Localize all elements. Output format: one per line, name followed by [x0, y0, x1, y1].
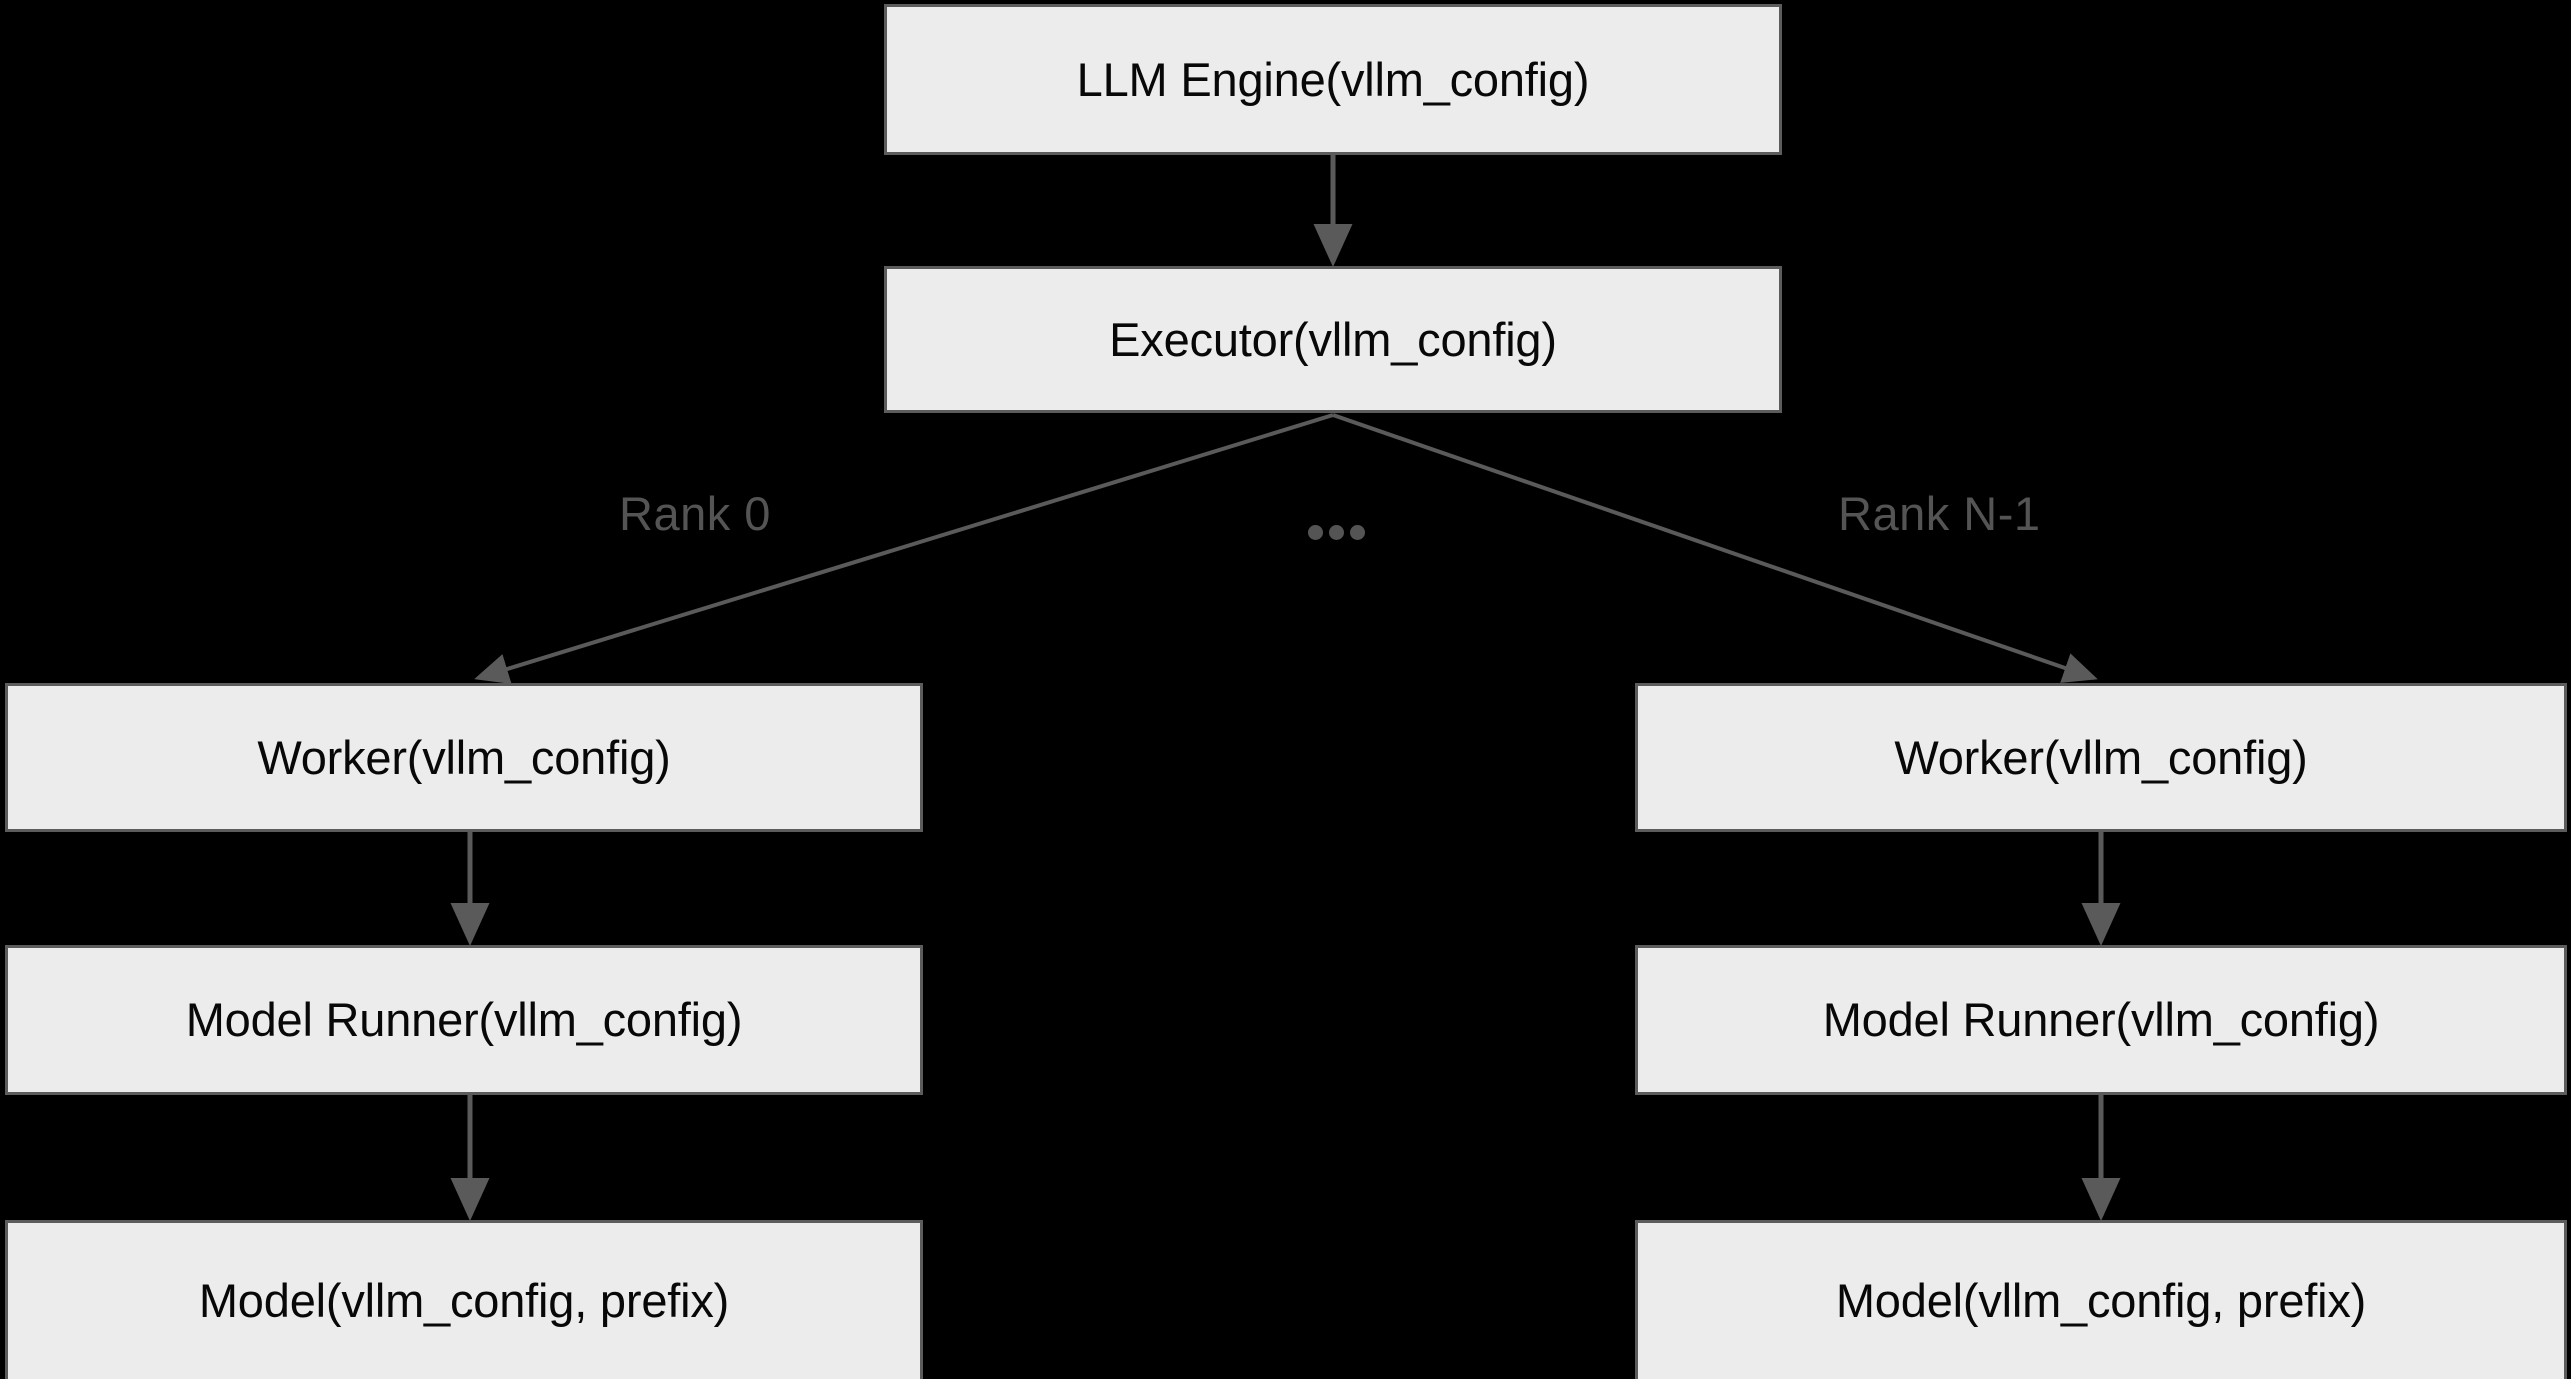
- node-executor[interactable]: Executor(vllm_config): [884, 266, 1782, 413]
- node-worker-rank-n-minus-1[interactable]: Worker(vllm_config): [1635, 683, 2567, 832]
- edge-executor-to-worker-rank0: [474, 413, 1334, 684]
- node-model-runner-rank0[interactable]: Model Runner(vllm_config): [5, 945, 923, 1095]
- edge-executor-to-worker-rankn: [1332, 413, 2098, 683]
- edge-label-rank-n-minus-1: Rank N-1: [1838, 487, 2041, 540]
- node-model-rank-n-minus-1[interactable]: Model(vllm_config, prefix): [1635, 1220, 2567, 1379]
- ellipsis-icon: [1308, 525, 1365, 540]
- ellipsis-dot-1: [1308, 525, 1323, 540]
- ellipsis-dot-3: [1350, 525, 1365, 540]
- node-model-rank0[interactable]: Model(vllm_config, prefix): [5, 1220, 923, 1379]
- node-llm-engine[interactable]: LLM Engine(vllm_config): [884, 4, 1782, 155]
- edge-label-rank-0: Rank 0: [619, 487, 771, 540]
- ellipsis-dot-2: [1329, 525, 1344, 540]
- node-worker-rank0[interactable]: Worker(vllm_config): [5, 683, 923, 832]
- node-model-runner-rank-n-minus-1[interactable]: Model Runner(vllm_config): [1635, 945, 2567, 1095]
